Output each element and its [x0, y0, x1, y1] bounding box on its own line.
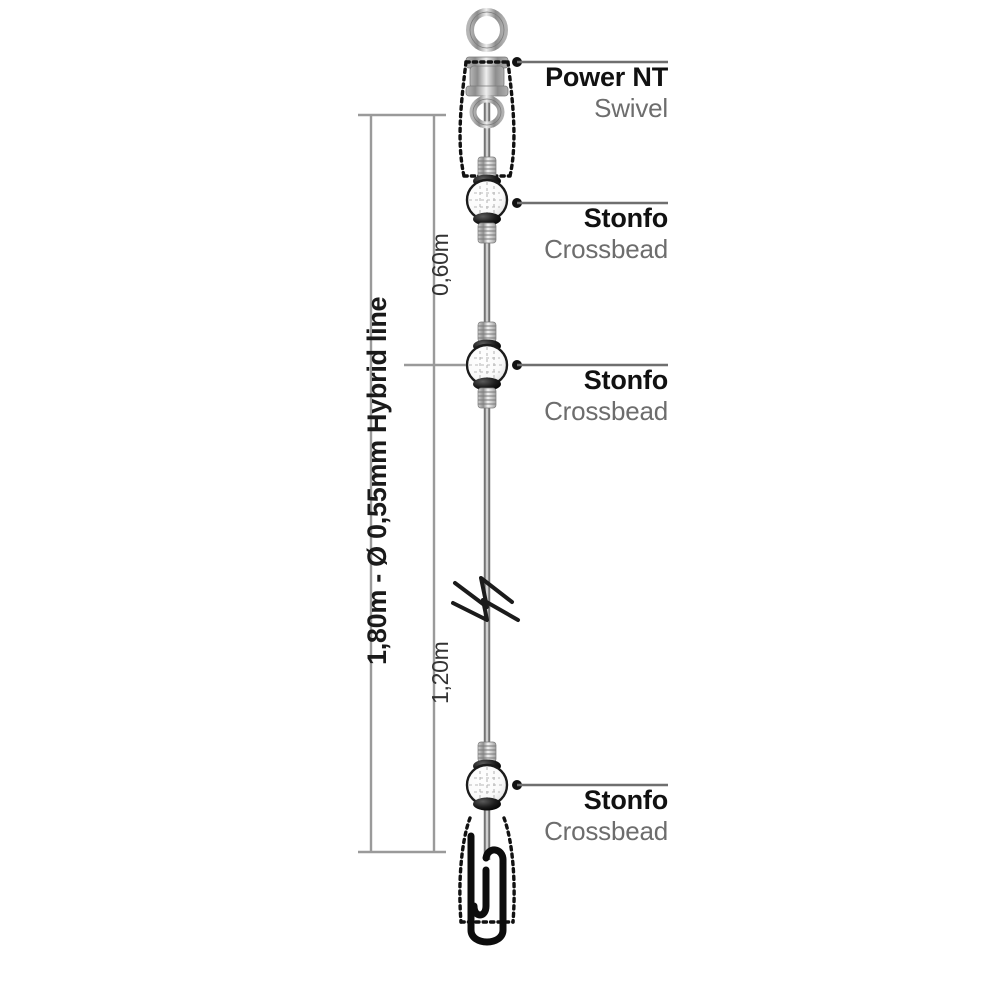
callout-subtitle: Crossbead [544, 816, 668, 846]
leader-line-bead-1 [512, 198, 668, 208]
crossbead-2 [465, 321, 509, 409]
leader-lines [512, 57, 668, 790]
callout-title: Stonfo [583, 365, 668, 395]
dimension-label-upper-segment: 0,60m [427, 233, 453, 296]
leader-line-bead-2 [512, 360, 668, 370]
callout-stonfo-crossbead-1: Stonfo Crossbead [368, 203, 668, 264]
snap-clip [467, 832, 507, 946]
crossbead-1 [465, 156, 509, 244]
callout-stonfo-crossbead-2: Stonfo Crossbead [368, 365, 668, 426]
callout-subtitle: Crossbead [544, 234, 668, 264]
sleeve-upper [477, 321, 497, 343]
callout-subtitle: Crossbead [544, 396, 668, 426]
crossbead-3 [465, 741, 509, 811]
dimension-label-overall: 1,80m - Ø 0,55mm Hybrid line [362, 296, 392, 665]
dimension-lines [358, 113, 466, 854]
callout-title: Stonfo [583, 203, 668, 233]
sleeve-upper [477, 156, 497, 178]
leader-line-swivel [512, 57, 668, 67]
callout-title: Power NT [545, 62, 668, 92]
callout-subtitle: Swivel [594, 93, 668, 123]
line-break-zigzag-icon [451, 576, 520, 622]
sleeve-lower [477, 387, 497, 409]
callout-stonfo-crossbead-3: Stonfo Crossbead [368, 785, 668, 846]
leader-line-bead-3 [512, 780, 668, 790]
dimension-label-lower-segment: 1,20m [427, 641, 453, 704]
callout-power-nt-swivel: Power NT Swivel [368, 62, 668, 123]
power-nt-swivel [465, 8, 509, 129]
sleeve-lower [477, 222, 497, 244]
callout-title: Stonfo [583, 785, 668, 815]
sleeve-upper [477, 741, 497, 763]
